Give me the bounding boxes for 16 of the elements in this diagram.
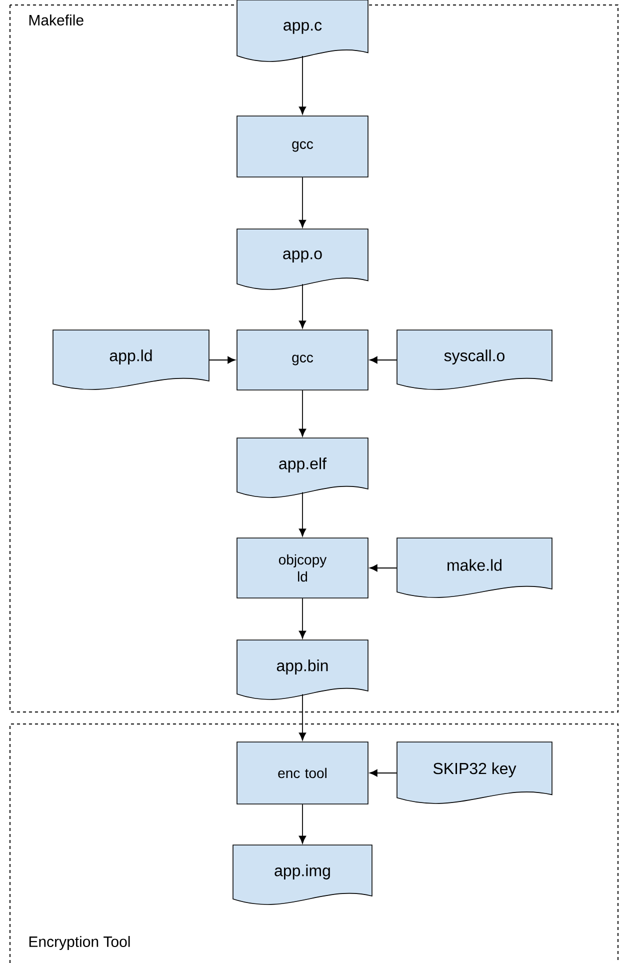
- process-box: enc tool: [236, 742, 368, 804]
- process-box: objcopy ld: [236, 538, 368, 598]
- arrow: [298, 492, 306, 536]
- process-box: gcc: [236, 116, 368, 178]
- arrow: [298, 598, 306, 639]
- arrow: [298, 284, 306, 328]
- arrow: [298, 694, 306, 740]
- arrow: [208, 356, 236, 364]
- arrow: [298, 390, 306, 437]
- arrow: [298, 804, 306, 844]
- process-box: gcc: [236, 330, 368, 390]
- arrow: [298, 176, 306, 228]
- arrow: [298, 56, 306, 114]
- arrow: [370, 356, 398, 364]
- arrow: [370, 769, 398, 777]
- arrow: [370, 564, 398, 572]
